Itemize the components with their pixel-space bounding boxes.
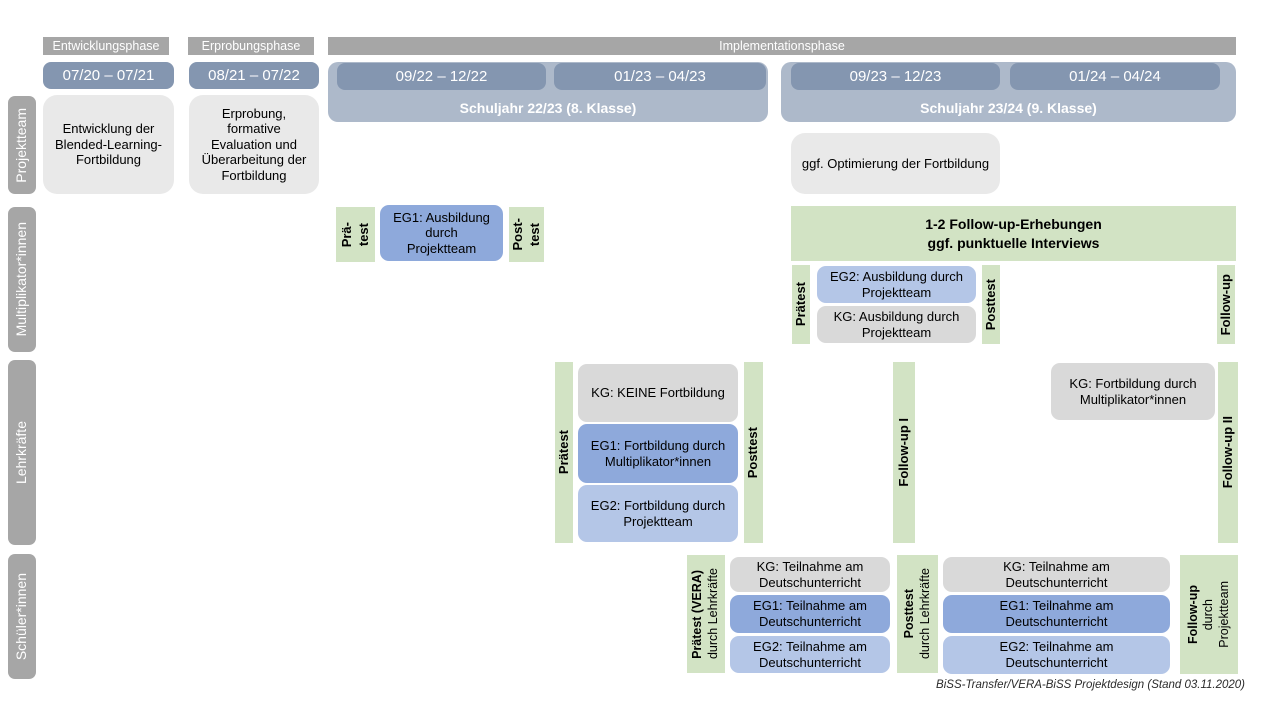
footer-caption: BiSS-Transfer/VERA-BiSS Projektdesign (S… xyxy=(936,679,1245,691)
box-eg1-ausbildung-projektteam: EG1: Ausbildung durch Projektteam xyxy=(380,205,503,261)
posttest-bar-schueler: Posttest durch Lehrkräfte xyxy=(897,555,938,673)
row-label-projektteam: Projektteam xyxy=(8,96,36,194)
followup2-bar-lehrkraefte: Follow-up II xyxy=(1218,362,1238,543)
date-bar-0720-0721: 07/20 – 07/21 xyxy=(43,62,174,89)
box-eg1-fortbildung-multiplikatoren: EG1: Fortbildung durch Multiplikator*inn… xyxy=(578,424,738,483)
box-eg2-teilnahme-1: EG2: Teilnahme am Deutschunterricht xyxy=(730,636,890,673)
row-label-multiplikatorinnen: Multiplikator*innen xyxy=(8,207,36,352)
durch-label: durch xyxy=(1201,598,1216,631)
school-year-label: Schuljahr 22/23 (8. Klasse) xyxy=(459,100,637,116)
followup-bar-multiplikatoren: Follow-up xyxy=(1217,265,1235,344)
followup2-label: Follow-up II xyxy=(1219,416,1235,489)
praetest-label: Prätest xyxy=(792,282,808,327)
date-bar-0124-0424: 01/24 – 04/24 xyxy=(1010,63,1220,90)
box-eg1-teilnahme-1: EG1: Teilnahme am Deutschunterricht xyxy=(730,595,890,633)
pretest-bar-multiplikatoren: Prä- test xyxy=(336,207,375,262)
date-bar-0123-0423: 01/23 – 04/23 xyxy=(554,63,766,90)
posttest-bar-lehrkraefte: Posttest xyxy=(744,362,763,543)
phase-bar-erprobungsphase: Erprobungsphase xyxy=(188,37,314,55)
row-label-text: Multiplikator*innen xyxy=(13,222,30,337)
followup-label: Follow-up xyxy=(1185,584,1200,644)
pretest-label-line1: Prä- xyxy=(339,221,355,248)
followup-erhebungen-line2: ggf. punktuelle Interviews xyxy=(927,234,1100,251)
followup1-bar-lehrkraefte: Follow-up I xyxy=(893,362,915,543)
box-eg2-ausbildung-projektteam: EG2: Ausbildung durch Projektteam xyxy=(817,266,976,303)
school-year-label: Schuljahr 23/24 (9. Klasse) xyxy=(920,100,1097,116)
date-bar-0821-0722: 08/21 – 07/22 xyxy=(189,62,319,89)
followup-erhebungen-line1: 1-2 Follow-up-Erhebungen xyxy=(925,216,1102,233)
box-eg1-teilnahme-2: EG1: Teilnahme am Deutschunterricht xyxy=(943,595,1170,633)
posttest-label-line2: test xyxy=(526,222,542,247)
praetest-vera-label: Prätest (VERA) xyxy=(690,569,705,659)
followup-erhebungen-bar: 1-2 Follow-up-Erhebungen ggf. punktuelle… xyxy=(791,206,1236,261)
row-label-schuelerinnen: Schüler*innen xyxy=(8,554,36,679)
phase-bar-implementationsphase: Implementationsphase xyxy=(328,37,1236,55)
praetest-label: Prätest xyxy=(555,430,571,475)
row-label-text: Schüler*innen xyxy=(13,572,30,661)
box-kg-fortbildung-multiplikatoren: KG: Fortbildung durch Multiplikator*inne… xyxy=(1051,363,1215,420)
followup1-label: Follow-up I xyxy=(895,418,911,487)
box-kg-keine-fortbildung: KG: KEINE Fortbildung xyxy=(578,364,738,422)
followup-bar-schueler: Follow-up durch Projektteam xyxy=(1180,555,1238,674)
projektteam-label: Projektteam xyxy=(1216,581,1231,648)
posttest-label: Posttest xyxy=(745,426,761,479)
followup-label: Follow-up xyxy=(1217,273,1233,336)
box-kg-teilnahme-1: KG: Teilnahme am Deutschunterricht xyxy=(730,557,890,592)
praetest-bar-multiplikatoren-2: Prätest xyxy=(792,265,810,344)
row-label-text: Projektteam xyxy=(13,107,30,183)
durch-lehrkraefte-label: durch Lehrkräfte xyxy=(706,568,720,660)
posttest-label: Posttest xyxy=(901,589,916,639)
box-erprobung-evaluation: Erprobung, formative Evaluation und Über… xyxy=(189,95,319,194)
posttest-bar-multiplikatoren: Post- test xyxy=(509,207,544,262)
durch-lehrkraefte-label: durch Lehrkräfte xyxy=(917,568,932,660)
date-bar-0922-1222: 09/22 – 12/22 xyxy=(337,63,546,90)
box-entwicklung-fortbildung: Entwicklung der Blended-Learning-Fortbil… xyxy=(43,95,174,194)
box-eg2-fortbildung-projektteam: EG2: Fortbildung durch Projektteam xyxy=(578,485,738,542)
row-label-text: Lehrkräfte xyxy=(13,420,30,485)
box-kg-teilnahme-2: KG: Teilnahme am Deutschunterricht xyxy=(943,557,1170,592)
posttest-label: Posttest xyxy=(982,278,998,331)
praetest-vera-bar-schueler: Prätest (VERA) durch Lehrkräfte xyxy=(687,555,725,673)
phase-bar-entwicklungsphase: Entwicklungsphase xyxy=(43,37,169,55)
pretest-label-line2: test xyxy=(355,222,371,247)
posttest-bar-multiplikatoren-2: Posttest xyxy=(982,265,1000,344)
box-optimierung-fortbildung: ggf. Optimierung der Fortbildung xyxy=(791,133,1000,194)
box-eg2-teilnahme-2: EG2: Teilnahme am Deutschunterricht xyxy=(943,636,1170,674)
box-kg-ausbildung-projektteam: KG: Ausbildung durch Projektteam xyxy=(817,306,976,343)
posttest-label-line1: Post- xyxy=(510,218,526,251)
praetest-bar-lehrkraefte: Prätest xyxy=(555,362,573,543)
row-label-lehrkraefte: Lehrkräfte xyxy=(8,360,36,545)
date-bar-0923-1223: 09/23 – 12/23 xyxy=(791,63,1000,90)
